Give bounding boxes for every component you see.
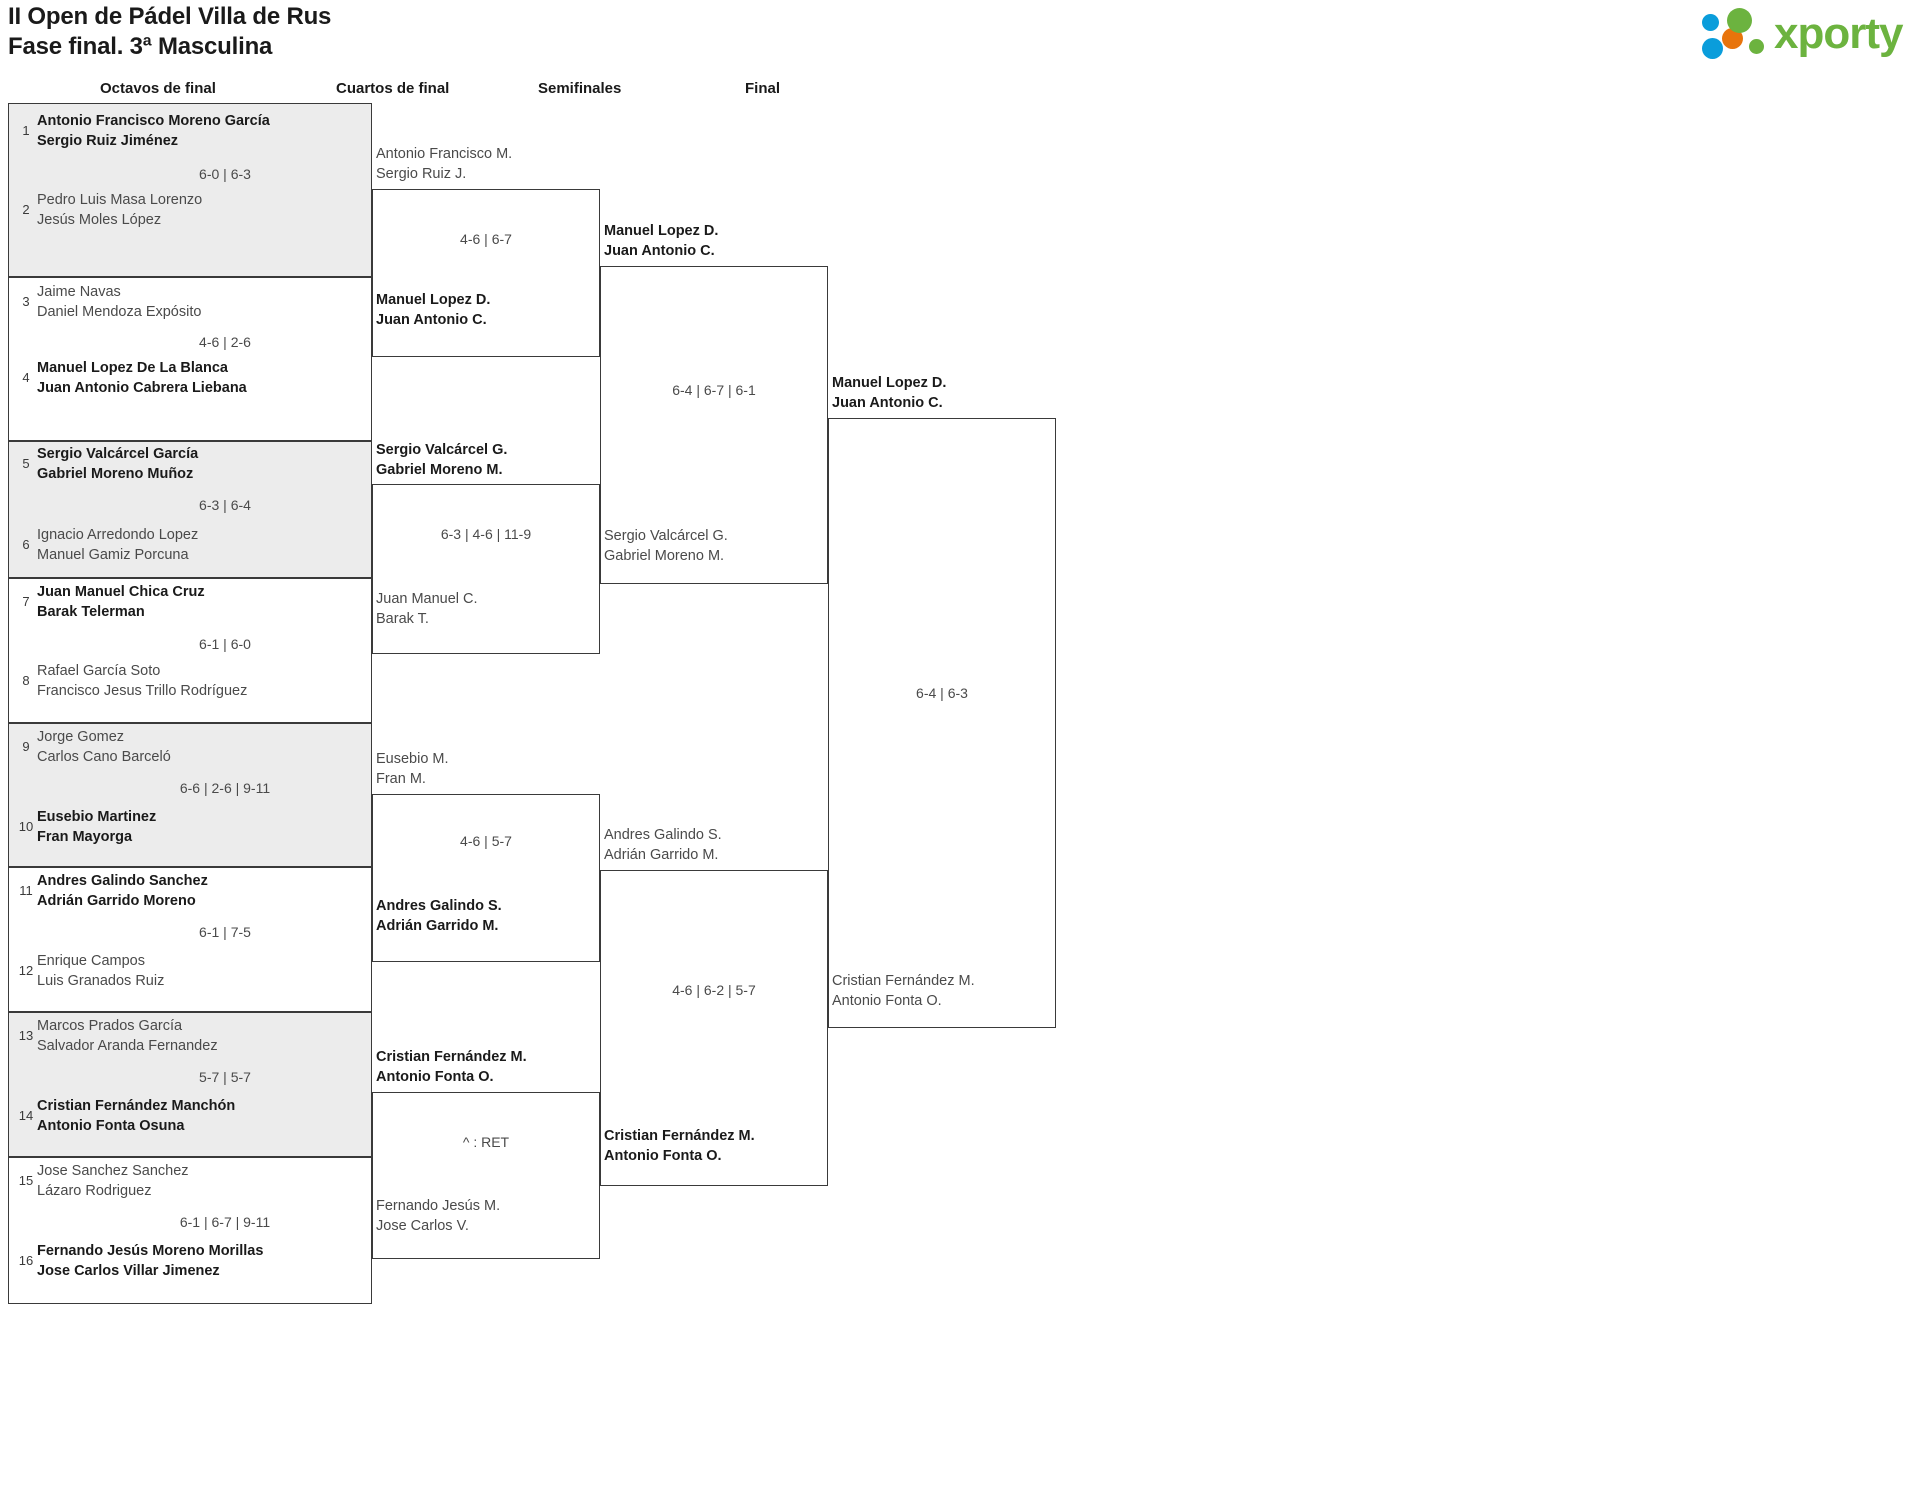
team-names: Manuel Lopez De La Blanca Juan Antonio C… (37, 360, 247, 396)
r1-match-2-score: 4-6 | 2-6 (199, 334, 251, 350)
team-names: Fernando Jesús Moreno Morillas Jose Carl… (37, 1243, 264, 1279)
r1-match-5-score: 6-6 | 2-6 | 9-11 (179, 780, 271, 796)
final-connector[interactable] (828, 418, 1056, 1028)
r1-match-6-score: 6-1 | 7-5 (199, 924, 251, 940)
team-names: Jorge Gomez Carlos Cano Barceló (37, 729, 171, 765)
seed-number: 8 (22, 673, 30, 688)
r1-match-8[interactable]: 15 Jose Sanchez Sanchez Lázaro Rodriguez… (8, 1157, 372, 1304)
r1-match-3-score: 6-3 | 6-4 (199, 497, 251, 513)
seed-number: 7 (22, 594, 30, 609)
qf1-loser-label: Antonio Francisco M. Sergio Ruiz J. (376, 146, 513, 182)
sf1-connector[interactable] (600, 266, 828, 584)
qf2-winner-label: Sergio Valcárcel G. Gabriel Moreno M. (376, 442, 508, 478)
tournament-phase: Fase final. 3ª Masculina (8, 33, 273, 60)
seed-number: 6 (22, 537, 30, 552)
sf1-loser-label: Sergio Valcárcel G. Gabriel Moreno M. (604, 528, 728, 564)
seed-number: 11 (19, 883, 33, 898)
tournament-name: II Open de Pádel Villa de Rus (8, 3, 332, 30)
sf2-loser-label: Andres Galindo S. Adrián Garrido M. (604, 827, 722, 863)
logo-wordmark: xporty (1774, 9, 1903, 58)
round-header-octavos: Octavos de final (100, 80, 216, 97)
qf4-connector[interactable] (372, 1092, 600, 1259)
qf1-score: 4-6 | 6-7 (460, 231, 512, 247)
qf2-loser-label: Juan Manuel C. Barak T. (376, 591, 478, 627)
seed-number: 3 (22, 294, 30, 309)
team-names: Rafael García Soto Francisco Jesus Trill… (37, 663, 248, 699)
r1-match-3[interactable]: 5 Sergio Valcárcel García Gabriel Moreno… (8, 441, 372, 578)
sf2-connector[interactable] (600, 870, 828, 1186)
team-names: Juan Manuel Chica Cruz Barak Telerman (37, 584, 205, 620)
r1-match-1[interactable]: 1 Antonio Francisco Moreno García Sergio… (8, 103, 372, 277)
r1-match-6[interactable]: 11 Andres Galindo Sanchez Adrián Garrido… (8, 867, 372, 1012)
final-runnerup-label: Cristian Fernández M. Antonio Fonta O. (832, 973, 975, 1009)
seed-number: 1 (22, 123, 30, 138)
final-champion-label: Manuel Lopez D. Juan Antonio C. (832, 375, 947, 411)
seed-number: 10 (18, 819, 34, 834)
qf2-score: 6-3 | 4-6 | 11-9 (440, 526, 532, 542)
round-header-cuartos: Cuartos de final (336, 80, 450, 97)
final-score: 6-4 | 6-3 (916, 685, 968, 701)
sf2-winner-label: Cristian Fernández M. Antonio Fonta O. (604, 1128, 755, 1164)
r1-match-2[interactable]: 3 Jaime Navas Daniel Mendoza Expósito 4-… (8, 277, 372, 441)
team-names: Eusebio Martinez Fran Mayorga (37, 809, 157, 845)
team-names: Marcos Prados García Salvador Aranda Fer… (37, 1018, 218, 1054)
qf4-loser-label: Fernando Jesús M. Jose Carlos V. (376, 1198, 501, 1234)
round-header-semifinales: Semifinales (538, 80, 622, 97)
seed-number: 12 (18, 963, 34, 978)
qf4-winner-label: Cristian Fernández M. Antonio Fonta O. (376, 1049, 527, 1085)
qf2-connector[interactable] (372, 484, 600, 654)
page-title: II Open de Pádel Villa de Rus Fase final… (8, 2, 331, 62)
team-names: Andres Galindo Sanchez Adrián Garrido Mo… (37, 873, 208, 909)
r1-match-7[interactable]: 13 Marcos Prados García Salvador Aranda … (8, 1012, 372, 1157)
seed-number: 13 (18, 1028, 34, 1043)
seed-number: 14 (18, 1108, 34, 1123)
xporty-logo: xporty (1702, 8, 1903, 62)
team-names: Pedro Luis Masa Lorenzo Jesús Moles Lópe… (37, 192, 203, 228)
seed-number: 4 (22, 370, 30, 385)
qf3-winner-label: Andres Galindo S. Adrián Garrido M. (376, 898, 502, 934)
sf1-score: 6-4 | 6-7 | 6-1 (672, 382, 756, 398)
team-names: Enrique Campos Luis Granados Ruiz (37, 953, 165, 989)
seed-number: 16 (18, 1253, 34, 1268)
logo-dots-icon (1702, 8, 1770, 60)
seed-number: 15 (18, 1173, 34, 1188)
r1-match-8-score: 6-1 | 6-7 | 9-11 (179, 1214, 271, 1230)
team-names: Sergio Valcárcel García Gabriel Moreno M… (37, 446, 199, 482)
team-names: Ignacio Arredondo Lopez Manuel Gamiz Por… (37, 527, 199, 563)
qf3-loser-label: Eusebio M. Fran M. (376, 751, 449, 787)
sf1-winner-label: Manuel Lopez D. Juan Antonio C. (604, 223, 719, 259)
qf4-score: ^ : RET (462, 1134, 510, 1150)
seed-number: 9 (22, 739, 30, 754)
sf2-score: 4-6 | 6-2 | 5-7 (672, 982, 756, 998)
team-names: Jaime Navas Daniel Mendoza Expósito (37, 284, 202, 320)
r1-match-5[interactable]: 9 Jorge Gomez Carlos Cano Barceló 6-6 | … (8, 723, 372, 867)
qf1-winner-label: Manuel Lopez D. Juan Antonio C. (376, 292, 491, 328)
seed-number: 5 (22, 456, 30, 471)
qf3-score: 4-6 | 5-7 (460, 833, 512, 849)
r1-match-7-score: 5-7 | 5-7 (199, 1069, 251, 1085)
team-names: Jose Sanchez Sanchez Lázaro Rodriguez (37, 1163, 189, 1199)
qf3-connector[interactable] (372, 794, 600, 962)
seed-number: 2 (22, 202, 30, 217)
qf1-connector[interactable] (372, 189, 600, 357)
team-names: Antonio Francisco Moreno García Sergio R… (37, 113, 270, 149)
r1-match-4[interactable]: 7 Juan Manuel Chica Cruz Barak Telerman … (8, 578, 372, 723)
team-names: Cristian Fernández Manchón Antonio Fonta… (37, 1098, 236, 1134)
round-header-final: Final (745, 80, 781, 97)
r1-match-4-score: 6-1 | 6-0 (199, 636, 251, 652)
r1-match-1-score: 6-0 | 6-3 (199, 166, 251, 182)
